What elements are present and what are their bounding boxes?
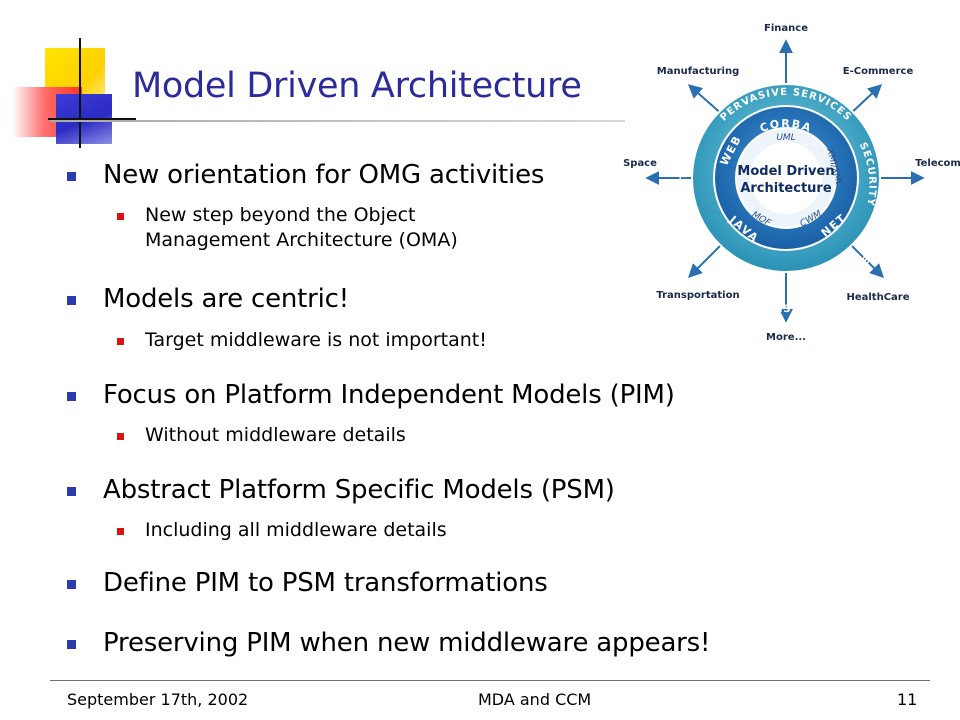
sector-label-more: More... [766, 332, 806, 343]
title-underline [50, 120, 625, 122]
center-disc [750, 142, 822, 214]
corner-logo [0, 0, 140, 150]
page-number: 11 [897, 690, 918, 709]
bullet-item: Preserving PIM when new middleware appea… [66, 628, 711, 658]
outer-ring-label: EVENTS [835, 253, 874, 297]
sub-bullet-item: Without middleware details [117, 424, 406, 446]
bullet-item: Define PIM to PSM transformations [67, 568, 548, 598]
bullet-item: Focus on Platform Independent Models (PI… [67, 380, 675, 410]
sub-bullet-line: New step beyond the Object [145, 204, 416, 226]
sub-bullet-line: Management Architecture (OMA) [145, 229, 458, 251]
footer-date: September 17th, 2002 [67, 690, 249, 709]
sector-arrows [645, 39, 925, 323]
sector-label-transportation: Transportation [656, 290, 739, 301]
arrow-manufacturing [687, 84, 725, 117]
bullet-item: Abstract Platform Specific Models (PSM) [67, 475, 615, 505]
footer-title: MDA and CCM [478, 690, 592, 709]
logo-vertical-line [79, 38, 81, 148]
center-title-line2: Architecture [740, 181, 832, 196]
footer-divider [50, 680, 930, 681]
arrow-transportation [688, 243, 723, 278]
sector-label-ecommerce: E-Commerce [843, 66, 914, 77]
mda-diagram-svg: PERVASIVE SERVICES SECURITY EVENTS TRANS… [623, 23, 960, 343]
inner-ring-label: UML [776, 133, 795, 143]
arrow-healthcare [849, 243, 884, 278]
sub-bullet-item: Including all middleware details [117, 519, 447, 541]
logo-horizontal-line [48, 118, 136, 120]
slide-title: Model Driven Architecture [132, 66, 582, 106]
sub-bullet-item: New step beyond the Object Management Ar… [117, 203, 458, 253]
bullet-item: New orientation for OMG activities [66, 160, 545, 190]
sector-label-finance: Finance [764, 23, 808, 34]
center-title-line1: Model Driven [737, 164, 834, 179]
sector-label-telecom: Telecom [915, 158, 960, 169]
sector-label-space: Space [623, 158, 657, 169]
sector-label-healthcare: HealthCare [846, 292, 909, 303]
bullet-item: Models are centric! [67, 284, 349, 314]
middle-ring-label: CORBA [758, 117, 814, 135]
sub-bullet-item: Target middleware is not important! [117, 329, 487, 351]
mda-diagram: PERVASIVE SERVICES SECURITY EVENTS TRANS… [600, 10, 960, 355]
sector-label-manufacturing: Manufacturing [657, 66, 740, 77]
